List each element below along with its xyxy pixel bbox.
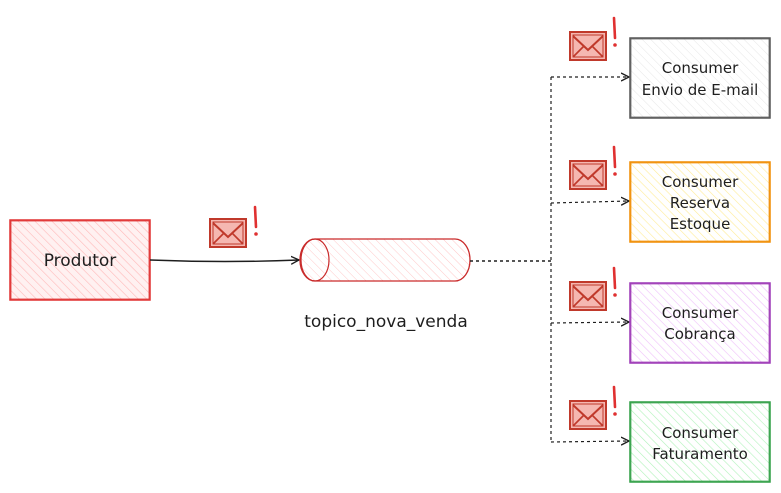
exclamation-icon bbox=[252, 205, 260, 238]
envelope-icon bbox=[569, 160, 607, 190]
consumer-billing-box: Consumer Cobrança bbox=[629, 282, 771, 364]
consumer-email-box: Consumer Envio de E-mail bbox=[629, 37, 771, 119]
consumer-invoice-box: Consumer Faturamento bbox=[629, 401, 771, 483]
arrow-to-stock-consumer bbox=[550, 201, 629, 203]
envelope-icon bbox=[209, 218, 247, 248]
envelope-icon bbox=[569, 31, 607, 61]
topic-cylinder bbox=[299, 238, 471, 282]
consumer-billing-line-2: Cobrança bbox=[664, 325, 735, 343]
consumer-invoice-line-1: Consumer bbox=[662, 424, 739, 442]
exclamation-icon bbox=[611, 266, 619, 299]
arrow-to-invoice-consumer bbox=[550, 441, 629, 442]
producer-box: Produtor bbox=[9, 219, 151, 301]
producer-to-topic-arrow bbox=[149, 260, 299, 262]
exclamation-icon bbox=[611, 16, 619, 49]
producer-label: Produtor bbox=[44, 251, 117, 271]
consumer-stock-line-2: Reserva bbox=[670, 194, 730, 212]
consumer-email-line-2: Envio de E-mail bbox=[642, 81, 759, 99]
consumer-invoice-line-2: Faturamento bbox=[652, 445, 748, 463]
consumer-stock-box: Consumer Reserva Estoque bbox=[629, 161, 771, 243]
exclamation-icon bbox=[611, 145, 619, 178]
consumer-stock-line-3: Estoque bbox=[670, 215, 731, 233]
envelope-icon bbox=[569, 400, 607, 430]
consumer-billing-line-1: Consumer bbox=[662, 304, 739, 322]
topic-label: topico_nova_venda bbox=[304, 312, 467, 332]
exclamation-icon bbox=[611, 385, 619, 418]
consumer-email-line-1: Consumer bbox=[662, 59, 739, 77]
arrow-to-billing-consumer bbox=[550, 322, 629, 323]
envelope-icon bbox=[569, 281, 607, 311]
consumer-stock-line-1: Consumer bbox=[662, 173, 739, 191]
